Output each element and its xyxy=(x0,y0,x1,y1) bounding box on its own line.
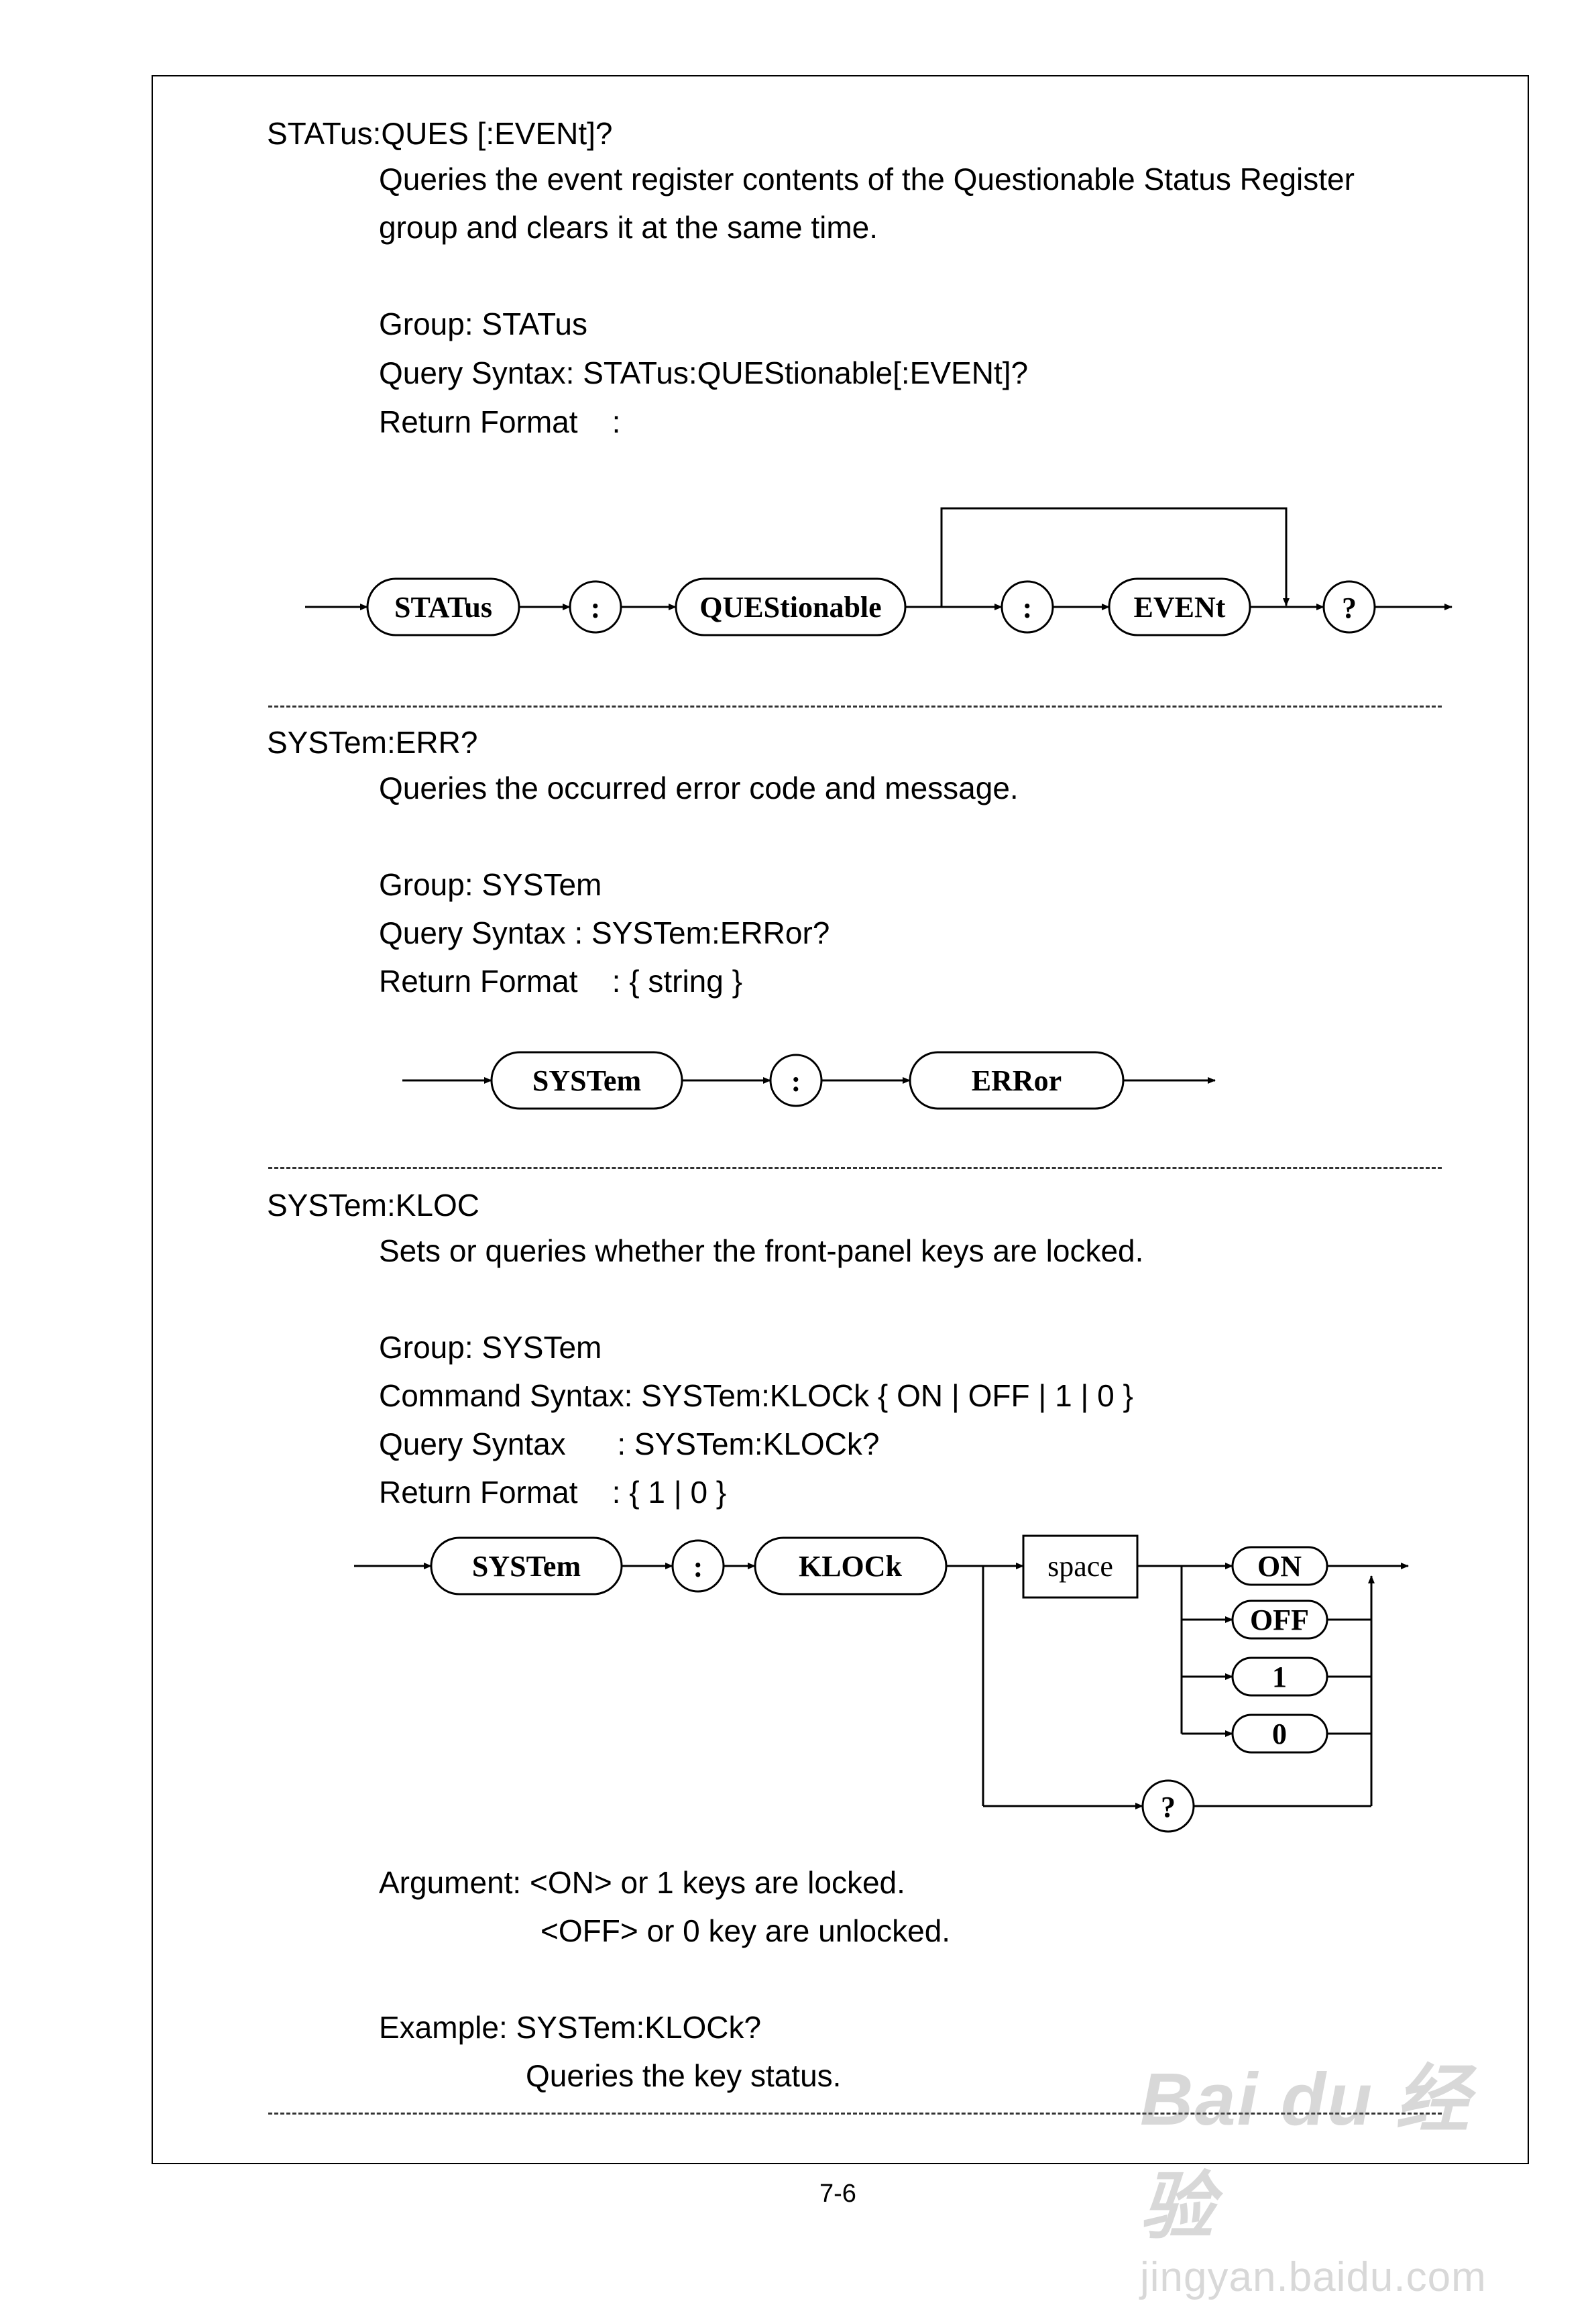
diagram-label: : xyxy=(1023,592,1033,624)
diagram-label: : xyxy=(591,592,601,624)
query-syntax: Query Syntax : SYSTem:ERRor? xyxy=(379,915,830,950)
syntax-diagram-status-ques: STATus : QUEStionable : EVENt ? xyxy=(305,507,1452,636)
section-heading-system-err: SYSTem:ERR? xyxy=(267,725,478,760)
diagram-label: : xyxy=(791,1065,801,1098)
description-line: Sets or queries whether the front-panel … xyxy=(379,1233,1144,1268)
command-syntax: Command Syntax: SYSTem:KLOCk { ON | OFF … xyxy=(379,1378,1133,1413)
watermark-text: Bai du 经验 xyxy=(1140,2058,1471,2248)
query-syntax: Query Syntax : SYSTem:KLOCk? xyxy=(379,1426,880,1461)
diagram-label: space xyxy=(1047,1550,1113,1583)
section-heading-system-kloc: SYSTem:KLOC xyxy=(267,1188,479,1223)
page-number: 7-6 xyxy=(819,2180,856,2208)
group-label: Group: SYSTem xyxy=(379,1330,602,1365)
example-line: Queries the key status. xyxy=(526,2058,842,2093)
diagram-label: STATus xyxy=(394,591,492,624)
diagram-label: QUEStionable xyxy=(699,591,881,624)
group-label: Group: STATus xyxy=(379,306,588,341)
description-line: group and clears it at the same time. xyxy=(379,210,878,245)
watermark-url: jingyan.baidu.com xyxy=(1140,2254,1487,2300)
diagram-label: : xyxy=(693,1551,703,1583)
diagram-label: ? xyxy=(1342,592,1357,624)
return-format: Return Format : xyxy=(379,404,621,439)
group-label: Group: SYSTem xyxy=(379,867,602,902)
argument-line: Argument: <ON> or 1 keys are locked. xyxy=(379,1865,905,1900)
diagram-label: SYSTem xyxy=(472,1550,581,1583)
diagram-label: ? xyxy=(1161,1791,1176,1823)
diagram-label: 1 xyxy=(1272,1661,1287,1693)
section-heading-status-ques: STATus:QUES [:EVENt]? xyxy=(267,116,613,151)
diagram-label: EVENt xyxy=(1134,591,1226,624)
description-line: Queries the occurred error code and mess… xyxy=(379,771,1019,805)
syntax-diagram-system-kloc: SYSTem : KLOCk space ON OFF 1 0 ? xyxy=(354,1534,1409,1833)
return-format: Return Format : { 1 | 0 } xyxy=(379,1475,727,1510)
syntax-diagram-system-err: SYSTem : ERRor xyxy=(402,1051,1216,1110)
example-line: Example: SYSTem:KLOCk? xyxy=(379,2010,762,2045)
page-frame xyxy=(152,75,1529,2164)
argument-line: <OFF> or 0 key are unlocked. xyxy=(540,1913,951,1948)
diagram-label: KLOCk xyxy=(799,1550,903,1583)
diagram-label: SYSTem xyxy=(532,1064,641,1097)
section-divider xyxy=(268,706,1442,708)
section-divider xyxy=(268,1167,1442,1169)
section-divider xyxy=(268,2113,1442,2115)
diagram-label: ON xyxy=(1257,1550,1302,1583)
query-syntax: Query Syntax: STATus:QUEStionable[:EVENt… xyxy=(379,355,1029,390)
diagram-label: OFF xyxy=(1250,1604,1309,1636)
diagram-label: ERRor xyxy=(972,1064,1062,1097)
description-line: Queries the event register contents of t… xyxy=(379,162,1355,197)
diagram-label: 0 xyxy=(1272,1718,1287,1750)
watermark-logo: Bai du 经验 jingyan.baidu.com xyxy=(1140,2039,1516,2301)
return-format: Return Format : { string } xyxy=(379,964,742,999)
